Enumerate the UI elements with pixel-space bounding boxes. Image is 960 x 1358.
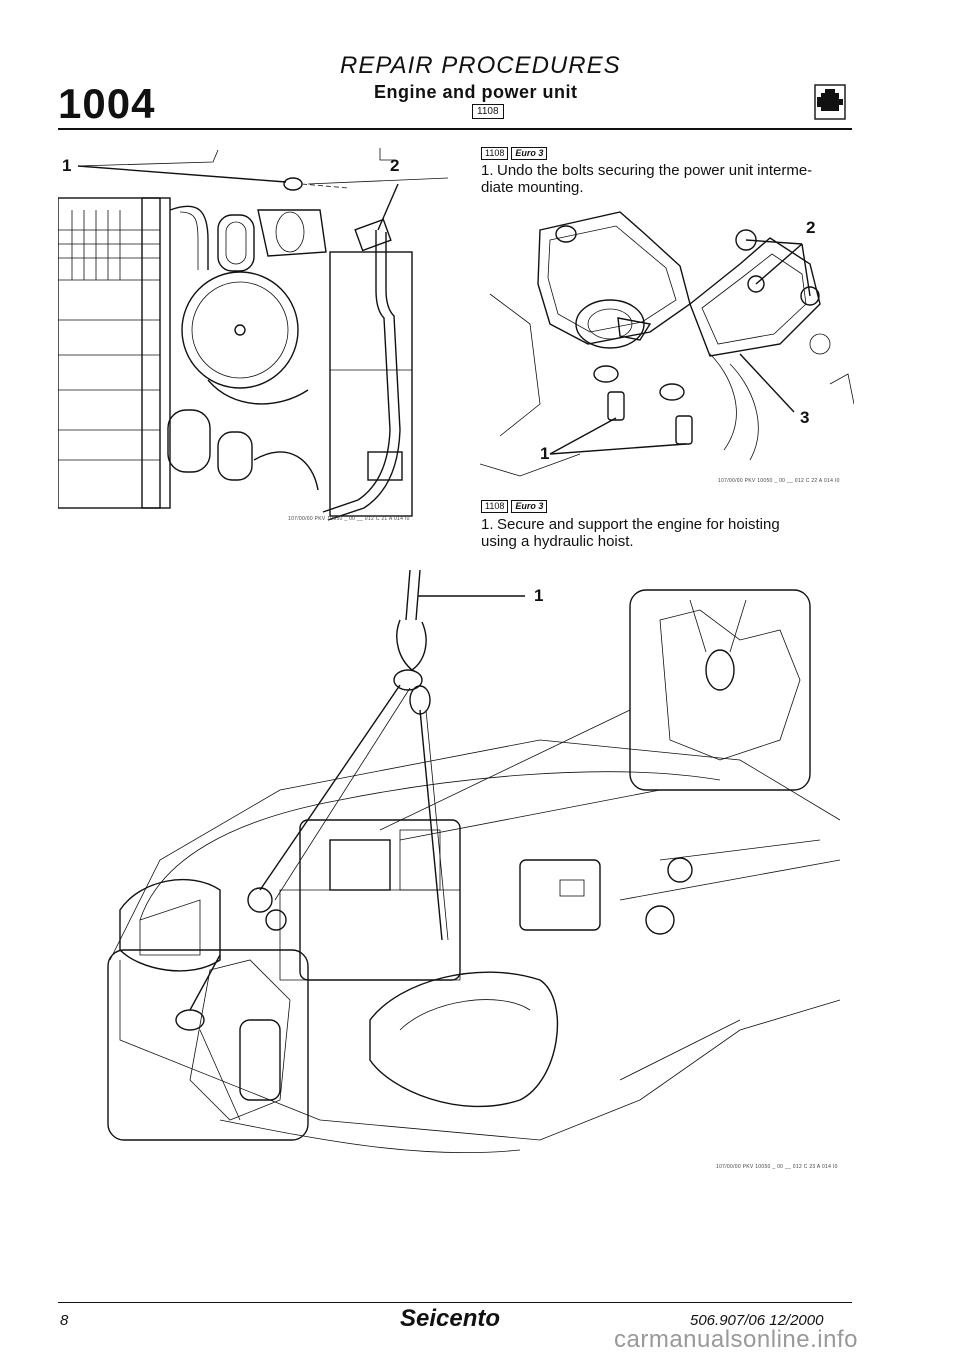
mount-illustration [480,211,854,477]
callout-2: 2 [806,218,816,237]
watermark: carmanualsonline.info [614,1326,858,1353]
step-text-block: 1.Undo the bolts securing the power unit… [481,162,861,196]
step-text: Undo the bolts securing the power unit i… [481,162,813,196]
page-title: REPAIR PROCEDURES [340,52,621,79]
step-number: 1. [481,162,494,179]
tag-code: 1108 [481,147,509,160]
brand-name: Seicento [400,1305,501,1332]
header-code-box: 1108 [472,104,504,119]
footer-divider [58,1302,852,1303]
page-subtitle: Engine and power unit [374,82,578,102]
hoist-illustration [107,569,841,1154]
callout-1: 1 [62,156,72,175]
section-number: 1004 [58,80,156,127]
callout-1: 1 [540,444,550,463]
step-text: Secure and support the engine for hoisti… [481,516,780,550]
page-number: 8 [60,1312,69,1329]
figure-code: 107/00/00 PKV 10050 _ 00 __ 012 C 22 A 0… [718,478,840,484]
callout-3: 3 [800,408,810,427]
tag-group: 1108 Euro 3 [481,147,548,160]
callout-2: 2 [390,156,400,175]
document-reference: 506.907/06 12/2000 [690,1312,824,1329]
engine-bay-illustration [58,148,449,521]
tag-group: 1108 Euro 3 [481,500,548,513]
engine-icon [814,84,846,120]
step-number: 1. [481,516,494,533]
header-divider [58,128,852,130]
step-text-block: 1.Secure and support the engine for hois… [481,516,861,550]
tag-code: 1108 [481,500,509,513]
figure-code: 107/00/00 PKV 10050 _ 00 __ 012 C 21 A 0… [288,516,410,522]
callout-1: 1 [534,586,544,605]
tag-variant: Euro 3 [511,147,548,160]
figure-code: 107/00/00 PKV 10050 _ 00 __ 012 C 23 A 0… [716,1164,838,1170]
tag-variant: Euro 3 [511,500,548,513]
